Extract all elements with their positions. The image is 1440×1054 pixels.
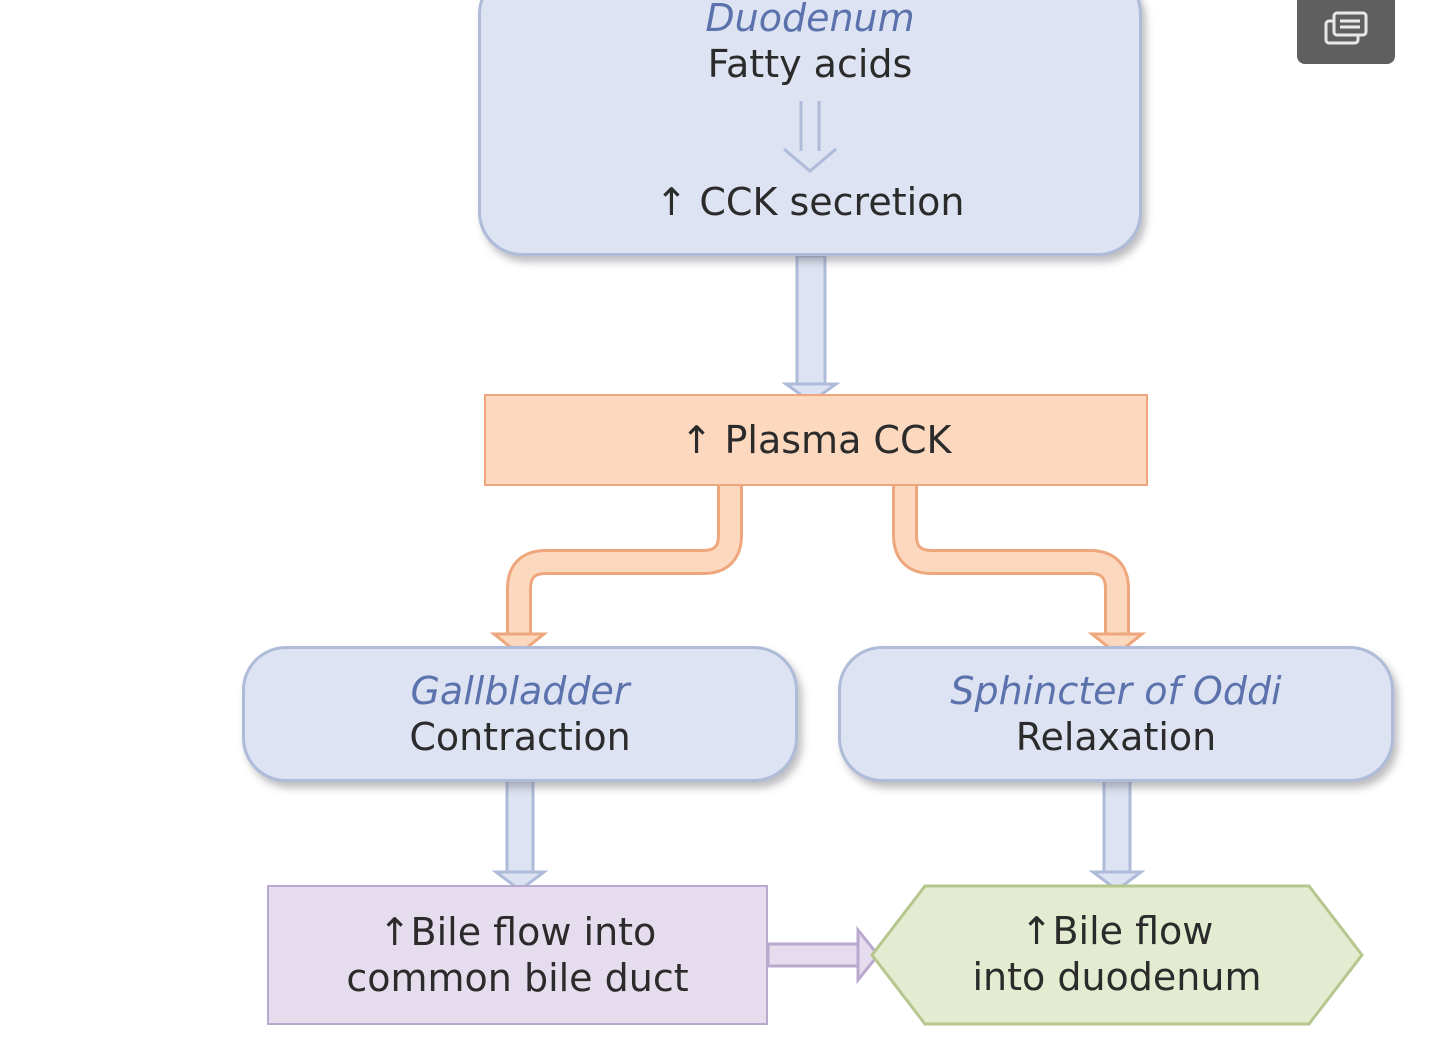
- fatty-acids-text: Fatty acids: [707, 42, 913, 86]
- cck-secretion-text: ↑ CCK secretion: [655, 180, 965, 224]
- arrow-bile-duct-to-duodenum-flow: [766, 925, 880, 985]
- gallbladder-title: Gallbladder: [410, 669, 630, 713]
- arrow-top-to-plasma: [781, 254, 841, 404]
- layers-toggle-button[interactable]: [1297, 0, 1395, 64]
- arrow-plasma-to-gallbladder: [489, 486, 743, 656]
- contraction-text: Contraction: [409, 715, 631, 759]
- plasma-cck-box: ↑ Plasma CCK: [484, 394, 1148, 486]
- gallbladder-box: Gallbladder Contraction: [242, 646, 798, 782]
- plasma-cck-text: ↑ Plasma CCK: [680, 418, 952, 462]
- sphincter-of-oddi-box: Sphincter of Oddi Relaxation: [838, 646, 1394, 782]
- layers-icon: [1324, 11, 1368, 45]
- duodenum-title: Duodenum: [705, 0, 915, 40]
- relaxation-text: Relaxation: [1015, 715, 1217, 759]
- duodenum-box: Duodenum Fatty acids ↑ CCK secretion: [478, 0, 1142, 256]
- arrow-sphincter-to-duodenum-flow: [1088, 778, 1146, 892]
- arrow-plasma-to-sphincter: [892, 486, 1147, 656]
- double-down-arrow-icon: [783, 101, 837, 173]
- arrow-gallbladder-to-bile-duct: [491, 778, 549, 892]
- bile-duct-flow-box: ↑Bile flow into common bile duct: [267, 885, 768, 1025]
- duodenum-flow-text: ↑Bile flow into duodenum: [870, 908, 1364, 1000]
- bile-duct-line2: common bile duct: [346, 956, 689, 1000]
- duodenum-flow-line2: into duodenum: [972, 955, 1262, 999]
- duodenum-flow-hexagon: [870, 884, 1364, 1026]
- sphincter-title: Sphincter of Oddi: [950, 669, 1282, 713]
- bile-duct-line1: ↑Bile flow into: [378, 910, 657, 954]
- duodenum-flow-line1: ↑Bile flow: [1020, 909, 1214, 953]
